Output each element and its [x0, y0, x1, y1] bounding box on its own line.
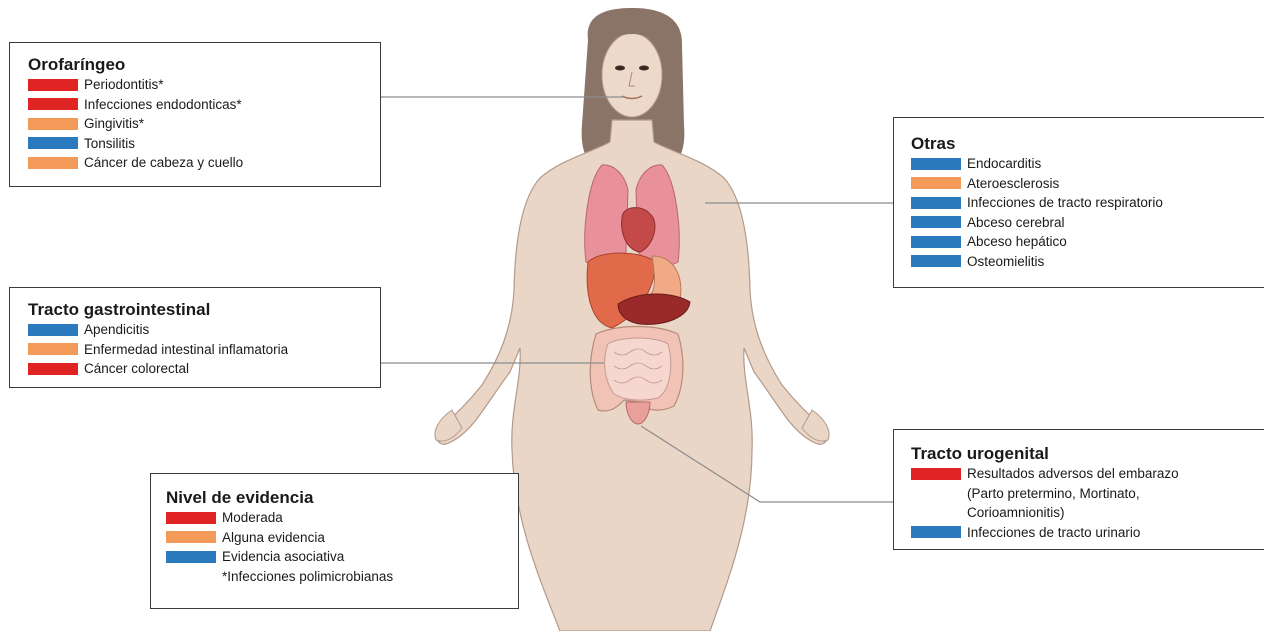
list-item: Evidencia asociativa [166, 547, 518, 567]
box-title: Tracto urogenital [911, 444, 1264, 464]
small-intestine [605, 338, 671, 400]
evidence-swatch [166, 531, 216, 543]
item-label: Infecciones de tracto respiratorio [967, 193, 1163, 213]
evidence-swatch [911, 177, 961, 189]
list-item: Ateroesclerosis [911, 174, 1264, 194]
item-label: Ateroesclerosis [967, 174, 1059, 194]
list-item: Infecciones endodonticas* [28, 95, 380, 115]
face [602, 33, 662, 117]
item-label: Resultados adversos del embarazo (Parto … [967, 464, 1179, 523]
item-label: Enfermedad intestinal inflamatoria [84, 340, 288, 360]
evidence-swatch [911, 255, 961, 267]
evidence-swatch [28, 79, 78, 91]
right-eye [639, 66, 649, 71]
list-item: Endocarditis [911, 154, 1264, 174]
box-title: Orofaríngeo [28, 55, 380, 75]
evidence-swatch [28, 324, 78, 336]
list-item: Moderada [166, 508, 518, 528]
list-item: Cáncer colorectal [28, 359, 380, 379]
box-orofaringeo: Orofaríngeo Periodontitis*Infecciones en… [9, 42, 381, 187]
legend-note: *Infecciones polimicrobianas [166, 567, 518, 586]
item-label: Osteomielitis [967, 252, 1044, 272]
item-label: Periodontitis* [84, 75, 164, 95]
item-label: Moderada [222, 508, 283, 528]
list-item: Cáncer de cabeza y cuello [28, 153, 380, 173]
evidence-swatch [166, 512, 216, 524]
item-label: Cáncer colorectal [84, 359, 189, 379]
evidence-swatch [911, 197, 961, 209]
evidence-swatch [911, 468, 961, 480]
evidence-swatch [911, 158, 961, 170]
item-label: Endocarditis [967, 154, 1041, 174]
item-label: Abceso cerebral [967, 213, 1065, 233]
evidence-swatch [28, 343, 78, 355]
list-item: Abceso cerebral [911, 213, 1264, 233]
evidence-swatch [911, 526, 961, 538]
evidence-swatch [28, 98, 78, 110]
item-label: Apendicitis [84, 320, 149, 340]
list-item: Infecciones de tracto urinario [911, 523, 1264, 543]
list-item: Apendicitis [28, 320, 380, 340]
item-label: Tonsilitis [84, 134, 135, 154]
left-eye [615, 66, 625, 71]
list-item: Osteomielitis [911, 252, 1264, 272]
list-item: Periodontitis* [28, 75, 380, 95]
list-item: Alguna evidencia [166, 528, 518, 548]
box-title: Otras [911, 134, 1264, 154]
item-label: Alguna evidencia [222, 528, 325, 548]
list-item: Gingivitis* [28, 114, 380, 134]
item-label: Cáncer de cabeza y cuello [84, 153, 243, 173]
evidence-swatch [28, 363, 78, 375]
item-label: Evidencia asociativa [222, 547, 344, 567]
evidence-swatch [911, 216, 961, 228]
evidence-swatch [911, 236, 961, 248]
evidence-swatch [166, 551, 216, 563]
item-label: Abceso hepático [967, 232, 1067, 252]
list-item: Enfermedad intestinal inflamatoria [28, 340, 380, 360]
list-item: Tonsilitis [28, 134, 380, 154]
box-title: Tracto gastrointestinal [28, 300, 380, 320]
evidence-swatch [28, 157, 78, 169]
item-label: Gingivitis* [84, 114, 144, 134]
box-urogenital: Tracto urogenital Resultados adversos de… [893, 429, 1264, 550]
list-item: Infecciones de tracto respiratorio [911, 193, 1264, 213]
evidence-swatch [28, 137, 78, 149]
item-label: Infecciones endodonticas* [84, 95, 242, 115]
list-item: Resultados adversos del embarazo (Parto … [911, 464, 1264, 523]
legend-title: Nivel de evidencia [166, 488, 518, 508]
list-item: Abceso hepático [911, 232, 1264, 252]
item-label: Infecciones de tracto urinario [967, 523, 1140, 543]
evidence-swatch [28, 118, 78, 130]
